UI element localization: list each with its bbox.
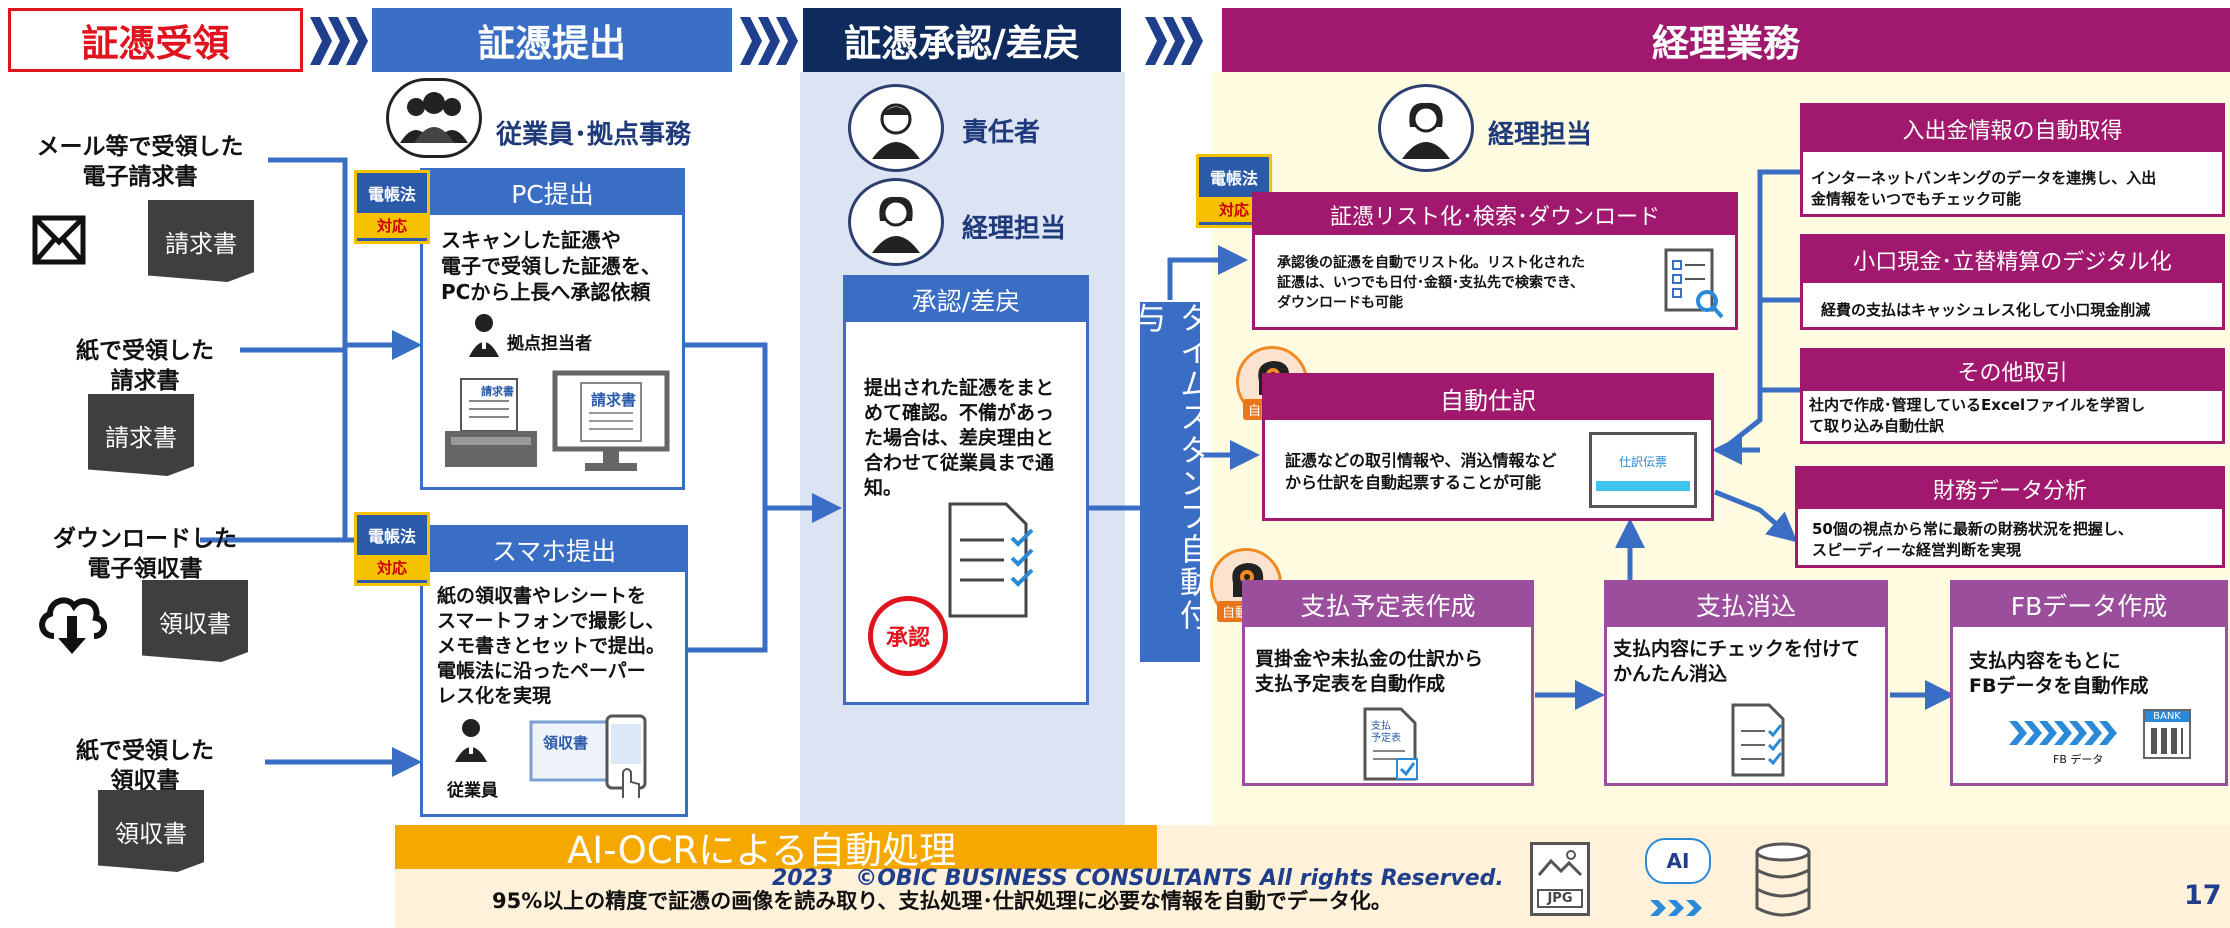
ocr-title-bar: AI-OCRによる自動処理 [395,825,1157,872]
right-box-1: 入出金情報の自動取得 インターネットバンキングのデータを連携し、入出 金情報をい… [1800,103,2225,217]
schedule-title: 支払予定表作成 [1245,583,1531,627]
pc-submit-card: PC提出 スキャンした証憑や 電子で受領した証憑を、 PCから上長へ承認依頼 拠… [420,168,685,490]
header-receive: 証憑受領 [8,8,303,72]
chevron-icon [1145,17,1203,65]
ai-chip-icon: AI [1645,838,1711,884]
pc-doc-label-2: 請求書 [591,391,637,409]
search-list-icon [1664,248,1724,319]
pc-doc-label-1: 請求書 [481,385,514,398]
staff-person-icon [469,314,499,357]
fb-title: FBデータ作成 [1953,583,2225,627]
right-box-3-text: 社内で作成･管理しているExcelファイルを学習し て取り込み自動仕訳 [1809,396,2146,435]
fb-data-label: FB データ [2053,753,2104,766]
header-approve: 証憑承認/差戻 [803,8,1121,72]
source-label-3: ダウンロードした 電子領収書 [53,526,237,582]
right-box-2-title: 小口現金･立替精算のデジタル化 [1803,237,2222,283]
auto-journal-box: 自動仕訳 証憑などの取引情報や、消込情報など から仕訳を自動起票することが可能 … [1262,373,1714,521]
schedule-box: 支払予定表作成 買掛金や未払金の仕訳から 支払予定表を自動作成 支払 予定表 [1242,580,1534,786]
monitor-icon [552,370,670,471]
copyright: 2023 ©OBIC BUSINESS CONSULTANTS All righ… [772,866,1504,891]
source-doc-4: 領収書 [98,790,204,872]
jpg-file-icon: JPG [1530,842,1590,916]
envelope-icon [32,215,86,265]
voucher-list-text: 承認後の証憑を自動でリスト化。リスト化された 証憑は、いつでも日付･金額･支払先… [1277,255,1585,311]
clearing-text: 支払内容にチェックを付けて かんたん消込 [1613,638,1861,685]
printer-icon [445,378,537,467]
role-employees: 従業員･拠点事務 [496,120,692,150]
right-box-1-title: 入出金情報の自動取得 [1803,106,2222,152]
right-box-1-text: インターネットバンキングのデータを連携し、入出 金情報をいつでもチェック可能 [1811,169,2157,208]
right-box-2-text: 経費の支払はキャッシュレス化して小口現金削減 [1821,301,2151,319]
pc-person-label: 拠点担当者 [507,334,592,354]
schedule-text: 買掛金や未払金の仕訳から 支払予定表を自動作成 [1255,648,1484,695]
chevron-icon [310,17,368,65]
fb-text: 支払内容をもとに FBデータを自動作成 [1969,650,2149,697]
chevron-icon [740,17,798,65]
role-accountant-1: 経理担当 [962,214,1067,244]
pc-submit-text: スキャンした証憑や 電子で受領した証憑を、 PCから上長へ承認依頼 [441,228,661,304]
approval-stamp: 承認 [868,596,948,676]
accounting-staff-avatar [1378,84,1474,172]
approve-text: 提出された証憑をまと めて確認。不備があっ た場合は、差戻理由と 合わせて従業員… [864,377,1055,499]
approve-title: 承認/差戻 [846,278,1086,322]
employees-icon [386,78,482,158]
clearing-box: 支払消込 支払内容にチェックを付けて かんたん消込 [1604,580,1888,786]
schedule-doc-icon [1363,707,1418,781]
auto-journal-text: 証憑などの取引情報や、消込情報など から仕訳を自動起票することが可能 [1285,451,1557,492]
right-box-2: 小口現金･立替精算のデジタル化 経費の支払はキャッシュレス化して小口現金削減 [1800,234,2225,330]
role-accountant-2: 経理担当 [1488,120,1593,150]
bank-icon: BANK [2143,709,2191,759]
right-box-4-text: 50個の視点から常に最新の財務状況を把握し、 スピーディーな経営判断を実現 [1812,520,2133,559]
source-label-4: 紙で受領した 領収書 [76,738,214,794]
voucher-list-box: 証憑リスト化･検索･ダウンロード 承認後の証憑を自動でリスト化。リスト化された … [1252,192,1738,330]
voucher-list-title: 証憑リスト化･検索･ダウンロード [1255,195,1735,235]
right-box-3-title: その他取引 [1803,351,2222,391]
accountant-avatar [848,178,944,266]
role-manager: 責任者 [962,118,1041,148]
header-submit: 証憑提出 [372,8,732,72]
denchoho-badge: 電帳法対応 [354,170,430,244]
bank-label: BANK [2145,711,2189,722]
right-box-3: その他取引 社内で作成･管理しているExcelファイルを学習し て取り込み自動仕… [1800,348,2225,444]
ocr-text: 95%以上の精度で証憑の画像を読み取り、支払処理･仕訳処理に必要な情報を自動でデ… [492,889,1392,913]
auto-journal-title: 自動仕訳 [1265,376,1711,420]
source-doc-2: 請求書 [88,394,194,476]
jpg-label: JPG [1537,889,1583,908]
right-box-4-title: 財務データ分析 [1798,469,2222,509]
employee-person-icon [455,719,487,762]
page-number: 17 [2184,880,2222,911]
phone-doc-label: 領収書 [543,734,589,752]
approve-card: 承認/差戻 提出された証憑をまと めて確認。不備があっ た場合は、差戻理由と 合… [843,275,1089,705]
clearing-title: 支払消込 [1607,583,1885,627]
phone-submit-card: スマホ提出 紙の領収書やレシートを スマートフォンで撮影し、 メモ書きとセットで… [420,525,688,817]
fb-transfer-icon [2009,721,2117,745]
database-icon [1755,842,1811,917]
source-doc-3: 領収書 [142,580,248,662]
right-box-4: 財務データ分析 50個の視点から常に最新の財務状況を把握し、 スピーディーな経営… [1795,466,2225,568]
denchoho-badge-2: 電帳法対応 [354,512,430,586]
timestamp-bar: タイムスタンプ自動付与 [1129,302,1210,662]
arrow-right-icon [1650,900,1702,916]
checklist-icon-2 [1731,703,1785,777]
phone-person-label: 従業員 [447,781,498,801]
phone-submit-title: スマホ提出 [423,528,685,572]
phone-receipt-icon [529,714,647,798]
journal-screen-label: 仕訳伝票 [1592,453,1694,470]
manager-avatar [848,84,944,172]
source-label-1: メール等で受領した 電子請求書 [36,134,244,190]
cloud-download-icon [39,597,107,654]
fb-box: FBデータ作成 支払内容をもとに FBデータを自動作成 FB データ BANK [1950,580,2228,786]
pc-submit-title: PC提出 [423,171,682,215]
phone-submit-text: 紙の領収書やレシートを スマートフォンで撮影し、 メモ書きとセットで提出。 電帳… [437,585,666,707]
source-label-2: 紙で受領した 請求書 [76,338,214,394]
source-doc-1: 請求書 [148,200,254,282]
checklist-icon [948,502,1034,618]
schedule-doc-label: 支払 予定表 [1371,721,1401,744]
header-accounting: 経理業務 [1222,8,2230,72]
journal-screen: 仕訳伝票 [1589,432,1697,508]
